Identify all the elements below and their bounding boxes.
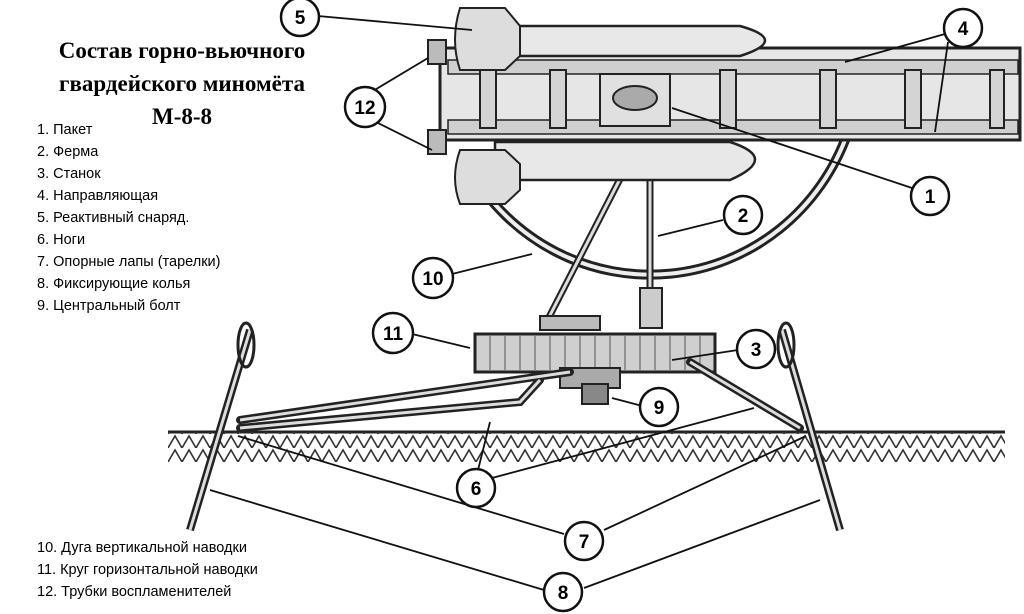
legend-item-10: 10. Дуга вертикальной наводки (37, 540, 247, 556)
callout-11-number: 11 (383, 324, 404, 345)
legend-item-1: 1. Пакет (37, 122, 93, 138)
callout-3-number: 3 (751, 340, 762, 361)
title-line-3: М-8-8 (151, 104, 213, 129)
callout-5-number: 5 (295, 8, 306, 29)
callout-3: 3 (735, 328, 777, 370)
callout-9: 9 (638, 386, 680, 428)
legend-item-11: 11. Круг горизонтальной наводки (37, 562, 258, 578)
callout-4: 4 (942, 7, 984, 49)
title-line-1: Состав горно-вьючного (58, 38, 306, 63)
legend-item-2: 2. Ферма (37, 144, 99, 160)
callout-11: 11 (371, 311, 415, 355)
diagram-title: Состав горно-вьючного гвардейского мином… (6, 34, 358, 133)
callout-12: 12 (343, 85, 387, 129)
callout-2: 2 (722, 194, 764, 236)
legend-item-6: 6. Ноги (37, 232, 86, 248)
legend-item-5: 5. Реактивный снаряд. (37, 210, 190, 226)
rocket-upper (454, 7, 766, 71)
fixing-stake-left (186, 321, 256, 532)
legend-item-4: 4. Направляющая (37, 188, 159, 204)
callout-5: 5 (279, 0, 321, 38)
central-bolt (581, 383, 609, 405)
callout-9-number: 9 (654, 398, 665, 419)
igniter-tubes (427, 39, 447, 155)
callout-12-number: 12 (354, 98, 375, 119)
callout-1: 1 (909, 175, 951, 217)
guide-rail-package (438, 46, 1022, 142)
callout-8: 8 (542, 571, 584, 613)
legend-item-8: 8. Фиксирующие колья (37, 276, 191, 292)
legend-item-12: 12. Трубки воспламенителей (37, 584, 232, 600)
callout-1-number: 1 (925, 187, 936, 208)
callout-10-number: 10 (422, 269, 443, 290)
legend-item-7: 7. Опорные лапы (тарелки) (37, 254, 221, 270)
horizontal-aiming-circle (473, 332, 717, 374)
ground (168, 430, 1005, 462)
callout-2-number: 2 (738, 206, 749, 227)
callout-8-number: 8 (558, 583, 569, 604)
callout-4-number: 4 (958, 19, 969, 40)
callout-7-number: 7 (579, 532, 590, 553)
callout-6-number: 6 (471, 479, 482, 500)
legend-item-9: 9. Центральный болт (37, 298, 181, 314)
legend-parts-list: 1. Пакет 2. Ферма 3. Станок 4. Направляю… (37, 119, 220, 317)
legend-item-3: 3. Станок (37, 166, 101, 182)
fixing-stake-right (776, 321, 844, 532)
callout-7: 7 (563, 520, 605, 562)
callout-10: 10 (411, 256, 455, 300)
callout-6: 6 (455, 467, 497, 509)
arc-clamp (639, 287, 663, 329)
legend-parts-list-continued: 10. Дуга вертикальной наводки 11. Круг г… (37, 537, 258, 603)
title-line-2: гвардейского миномёта (59, 71, 305, 96)
rocket-lower (454, 140, 757, 205)
